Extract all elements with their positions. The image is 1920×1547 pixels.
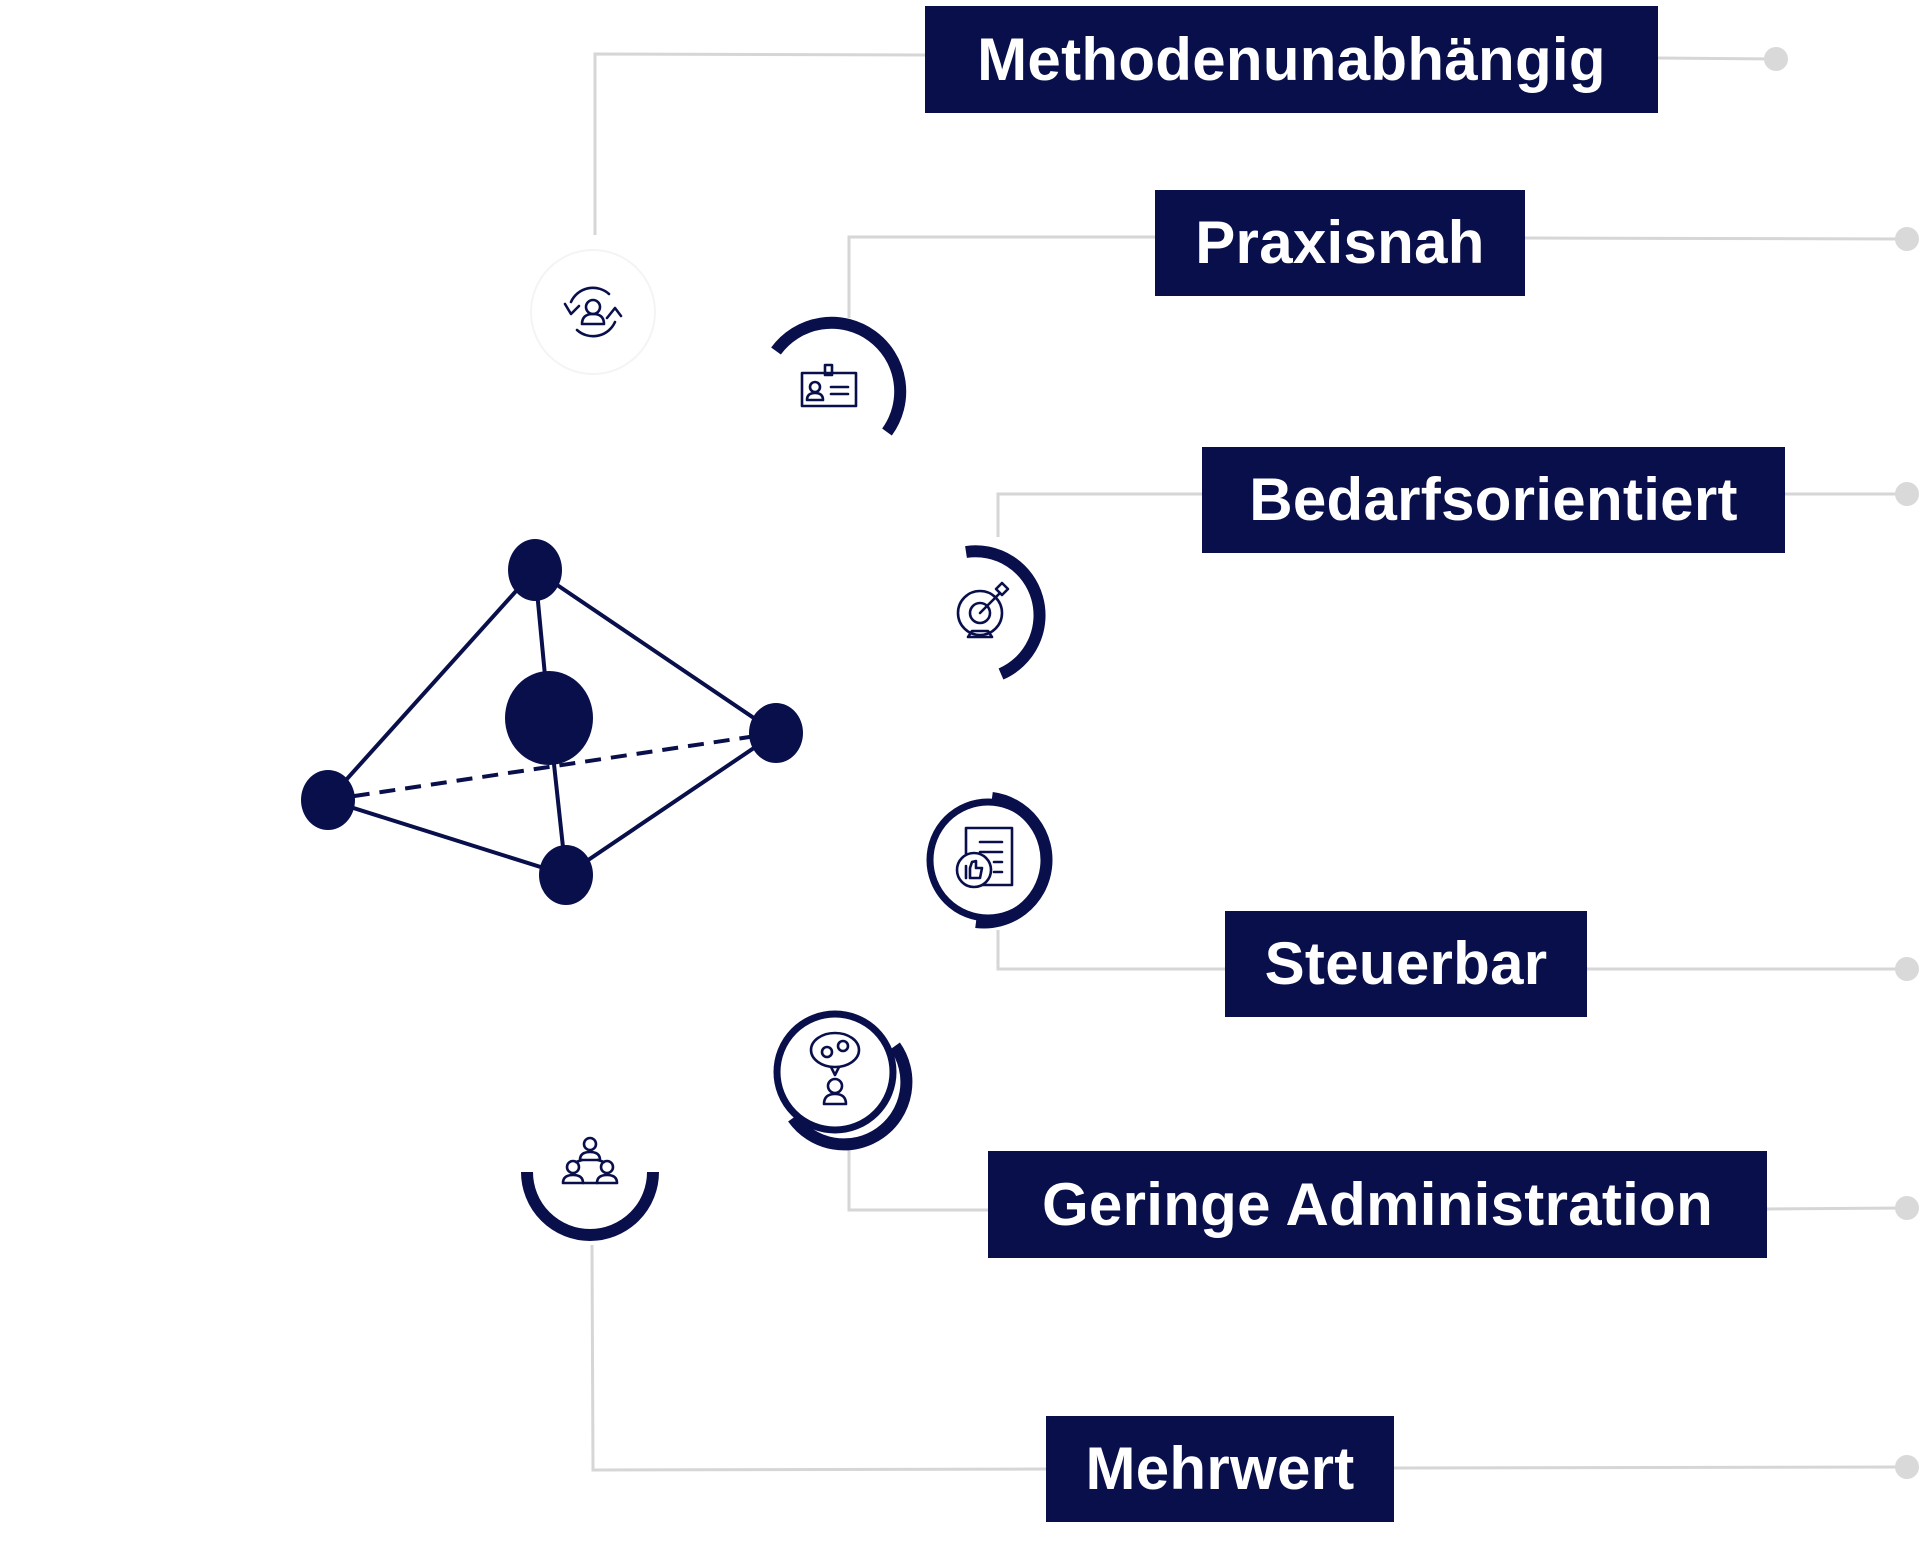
edge-top-left <box>326 568 537 802</box>
person-cycle-icon <box>530 249 656 375</box>
connector-praxisnah-right <box>1524 236 1908 241</box>
node-right <box>749 703 803 763</box>
document-thumbs-up-icon <box>926 792 1053 929</box>
label-bedarfsorientiert: Bedarfsorientiert <box>1202 447 1785 553</box>
connector-mehrwert-right <box>1393 1465 1908 1470</box>
connector-methodenunabhaengig-right <box>1656 56 1777 61</box>
connector-geringe-administration <box>847 1143 988 1212</box>
connector-mehrwert <box>590 1244 1047 1472</box>
connector-praxisnah <box>847 235 1155 318</box>
label-praxisnah: Praxisnah <box>1155 190 1525 296</box>
end-dot-mehrwert <box>1895 1455 1919 1479</box>
edge-left-bottom <box>327 798 567 877</box>
node-left <box>301 770 355 830</box>
label-text: Bedarfsorientiert <box>1249 466 1738 533</box>
end-dot-geringe-administration <box>1895 1196 1919 1220</box>
person-thinking-gears-icon <box>773 1010 913 1151</box>
label-text: Mehrwert <box>1085 1435 1355 1502</box>
tetrahedron-graphic <box>301 539 803 905</box>
edge-right-bottom <box>564 731 778 877</box>
node-center <box>505 671 593 765</box>
label-text: Methodenunabhängig <box>977 25 1606 93</box>
node-bottom <box>539 845 593 905</box>
label-text: Geringe Administration <box>1041 1170 1714 1238</box>
connector-geringe-administration-right <box>1766 1206 1908 1211</box>
end-dot-steuerbar <box>1895 957 1919 981</box>
target-arrow-icon <box>956 545 1046 680</box>
edge-left-right-dashed <box>327 731 777 802</box>
connector-bedarfsorientiert <box>996 492 1202 537</box>
connector-steuerbar <box>996 930 1225 971</box>
id-badge-icon <box>771 316 907 436</box>
node-top <box>508 539 562 601</box>
connector-methodenunabhaengig <box>593 52 926 235</box>
connectors <box>590 47 1919 1479</box>
end-dot-methodenunabhaengig <box>1764 47 1788 71</box>
label-geringe-administration: Geringe Administration <box>988 1151 1767 1258</box>
label-steuerbar: Steuerbar <box>1225 911 1587 1017</box>
label-text: Steuerbar <box>1264 930 1548 997</box>
team-network-icon <box>521 1136 659 1241</box>
edge-top-right <box>533 568 778 735</box>
end-dot-bedarfsorientiert <box>1895 482 1919 506</box>
end-dot-praxisnah <box>1895 227 1919 251</box>
label-mehrwert: Mehrwert <box>1046 1416 1394 1522</box>
label-methodenunabhaengig: Methodenunabhängig <box>925 6 1658 113</box>
label-text: Praxisnah <box>1195 209 1485 276</box>
